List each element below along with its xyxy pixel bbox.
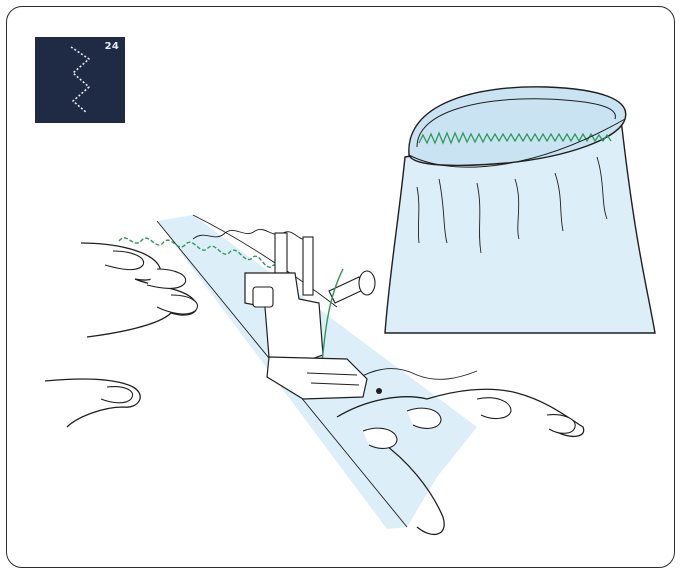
presser-foot-assembly bbox=[245, 233, 382, 399]
elastic-waistband-garment bbox=[385, 87, 655, 333]
manual-illustration-frame: 24 bbox=[6, 6, 675, 568]
pattern-number: 24 bbox=[105, 41, 119, 52]
left-hand bbox=[45, 243, 198, 427]
stitch-pattern-tile: 24 bbox=[35, 37, 125, 123]
